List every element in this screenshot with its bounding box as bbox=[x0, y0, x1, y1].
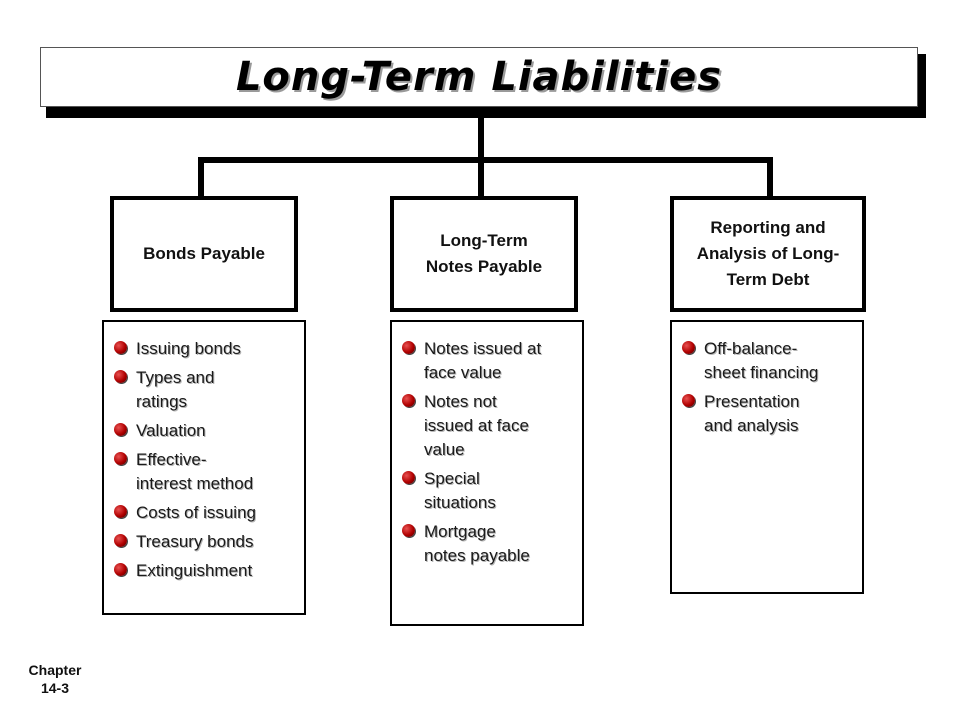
heading-reporting-analysis: Reporting and Analysis of Long- Term Deb… bbox=[696, 218, 840, 289]
connector-bar bbox=[198, 157, 773, 163]
list-item: Effective- interest method bbox=[104, 448, 304, 496]
list-item: Types and ratings bbox=[104, 366, 304, 414]
list-item: Notes not issued at face value bbox=[392, 390, 582, 462]
bullet-icon bbox=[682, 394, 695, 407]
list-item: Treasury bonds bbox=[104, 530, 304, 554]
list-item: Presentation and analysis bbox=[672, 390, 862, 438]
list-item: Valuation bbox=[104, 419, 304, 443]
title-box: Long-Term Liabilities bbox=[40, 47, 918, 107]
list-reporting-analysis: Off-balance- sheet financing Presentatio… bbox=[670, 320, 864, 594]
list-item: Notes issued at face value bbox=[392, 337, 582, 385]
list-item: Off-balance- sheet financing bbox=[672, 337, 862, 385]
connector-right bbox=[767, 157, 773, 199]
bullet-icon bbox=[114, 563, 127, 576]
list-item: Issuing bonds bbox=[104, 337, 304, 361]
bullet-icon bbox=[114, 370, 127, 383]
list-item: Costs of issuing bbox=[104, 501, 304, 525]
list-item: Special situations bbox=[392, 467, 582, 515]
heading-long-term-notes: Long-Term Notes Payable bbox=[425, 231, 543, 276]
bullet-icon bbox=[402, 524, 415, 537]
connector-center bbox=[478, 157, 484, 199]
heading-box-reporting-analysis: Reporting and Analysis of Long- Term Deb… bbox=[670, 196, 866, 312]
bullet-icon bbox=[402, 394, 415, 407]
heading-box-bonds-payable: Bonds Payable bbox=[110, 196, 298, 312]
chapter-label: Chapter 14-3 bbox=[28, 662, 82, 696]
bullet-icon bbox=[114, 534, 127, 547]
connector-trunk bbox=[478, 115, 484, 161]
bullet-icon bbox=[682, 341, 695, 354]
bullet-icon bbox=[114, 423, 127, 436]
list-bonds-payable: Issuing bonds Types and ratings Valuatio… bbox=[102, 320, 306, 615]
page-title: Long-Term Liabilities bbox=[235, 54, 723, 100]
heading-box-long-term-notes: Long-Term Notes Payable bbox=[390, 196, 578, 312]
heading-bonds-payable: Bonds Payable bbox=[143, 244, 265, 263]
bullet-icon bbox=[402, 471, 415, 484]
list-long-term-notes: Notes issued at face value Notes not iss… bbox=[390, 320, 584, 626]
bullet-icon bbox=[114, 505, 127, 518]
bullet-icon bbox=[114, 452, 127, 465]
bullet-icon bbox=[402, 341, 415, 354]
connector-left bbox=[198, 157, 204, 199]
list-item: Mortgage notes payable bbox=[392, 520, 582, 568]
list-item: Extinguishment bbox=[104, 559, 304, 583]
bullet-icon bbox=[114, 341, 127, 354]
